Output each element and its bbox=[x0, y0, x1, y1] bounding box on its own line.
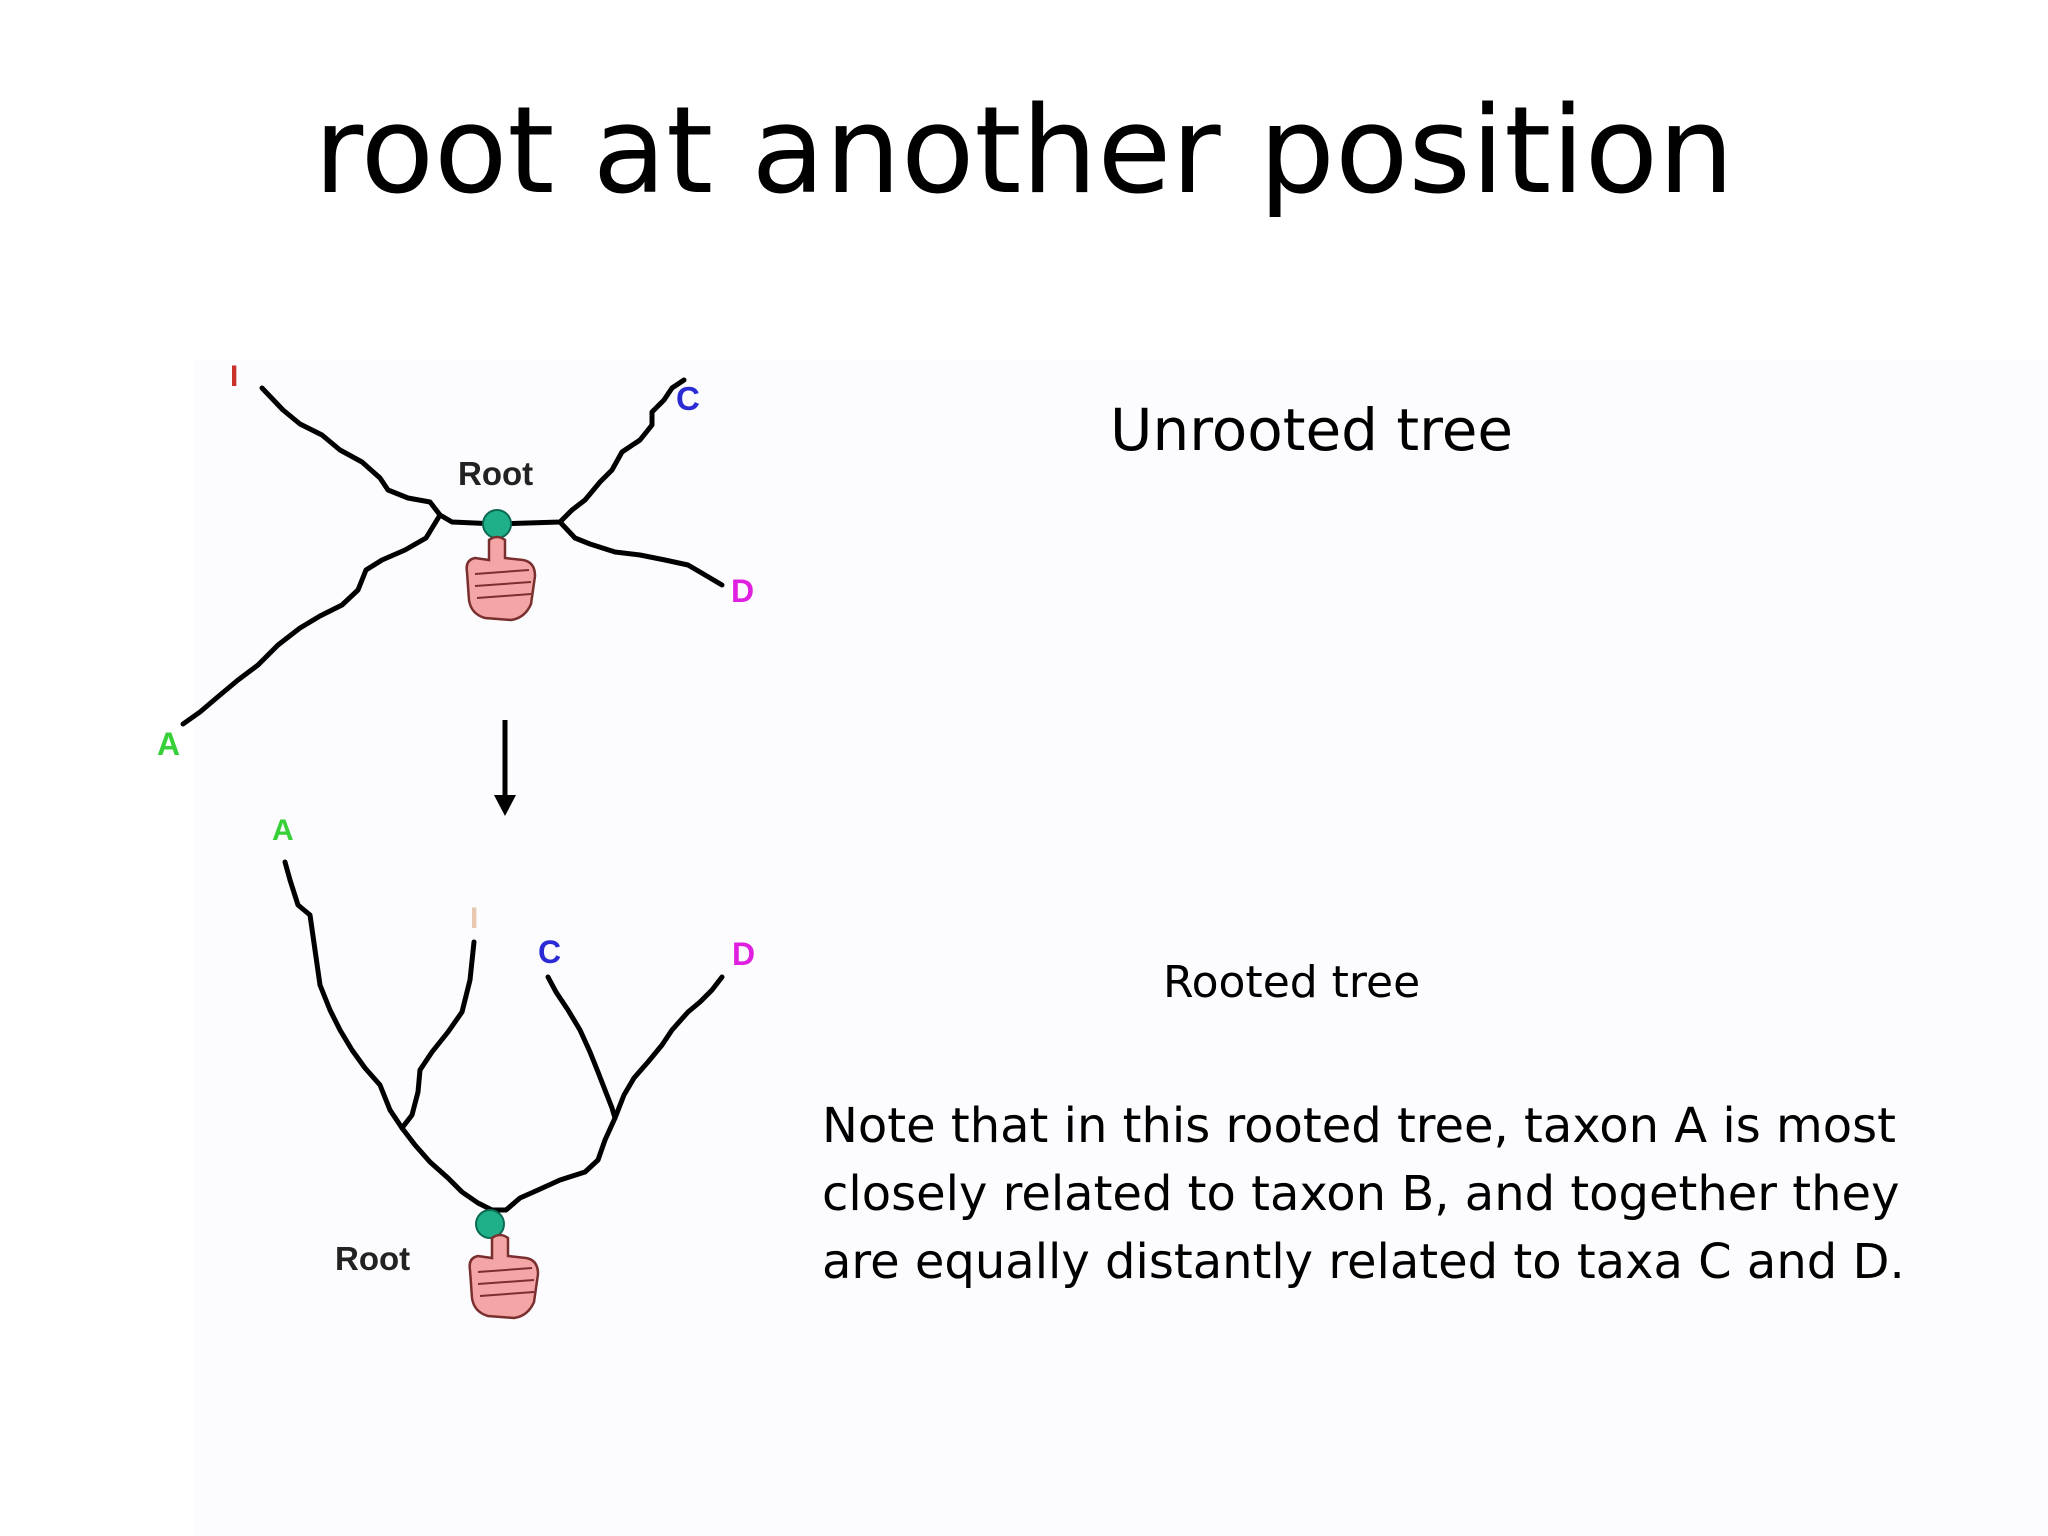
rooted-branch-d bbox=[612, 974, 725, 1121]
rooted-taxon-a: A bbox=[272, 814, 294, 847]
rooted-branch-c bbox=[545, 974, 618, 1121]
rooted-root-node bbox=[475, 1209, 505, 1239]
down-arrow-icon bbox=[494, 720, 516, 816]
unrooted-taxon-i: I bbox=[230, 360, 238, 393]
unrooted-branch-c bbox=[494, 377, 687, 527]
rooted-root-label: Root bbox=[335, 1240, 410, 1277]
rooted-tree-caption: Rooted tree bbox=[1163, 957, 1421, 1008]
unrooted-root-node bbox=[482, 509, 512, 539]
unrooted-taxon-c: C bbox=[676, 380, 700, 417]
rooted-branch-i bbox=[399, 939, 477, 1131]
hand-icon bbox=[465, 535, 537, 622]
rooted-branch-ai-stem bbox=[399, 1125, 495, 1213]
unrooted-branch-d bbox=[557, 519, 725, 588]
hand-icon bbox=[468, 1233, 540, 1320]
note-line: closely related to taxon B, and together… bbox=[822, 1166, 1900, 1222]
note-line: are equally distantly related to taxa C … bbox=[822, 1234, 1905, 1290]
unrooted-tree bbox=[180, 377, 725, 727]
rooted-branch-a bbox=[282, 859, 405, 1131]
explanatory-note: Note that in this rooted tree, taxon A i… bbox=[822, 1092, 1942, 1296]
rooted-taxon-i: I bbox=[470, 902, 478, 935]
unrooted-taxon-a: A bbox=[157, 726, 180, 762]
rooted-taxon-c: C bbox=[538, 934, 561, 970]
note-line: Note that in this rooted tree, taxon A i… bbox=[822, 1098, 1896, 1154]
unrooted-tree-caption: Unrooted tree bbox=[1110, 396, 1514, 464]
rooted-taxon-d: D bbox=[732, 936, 755, 972]
rooted-tree bbox=[282, 859, 725, 1213]
unrooted-branch-a bbox=[180, 512, 443, 727]
rooted-branch-cd-stem bbox=[489, 1115, 618, 1213]
slide-title: root at another position bbox=[313, 82, 1735, 221]
unrooted-root-label: Root bbox=[458, 455, 533, 492]
unrooted-taxon-d: D bbox=[731, 573, 754, 609]
